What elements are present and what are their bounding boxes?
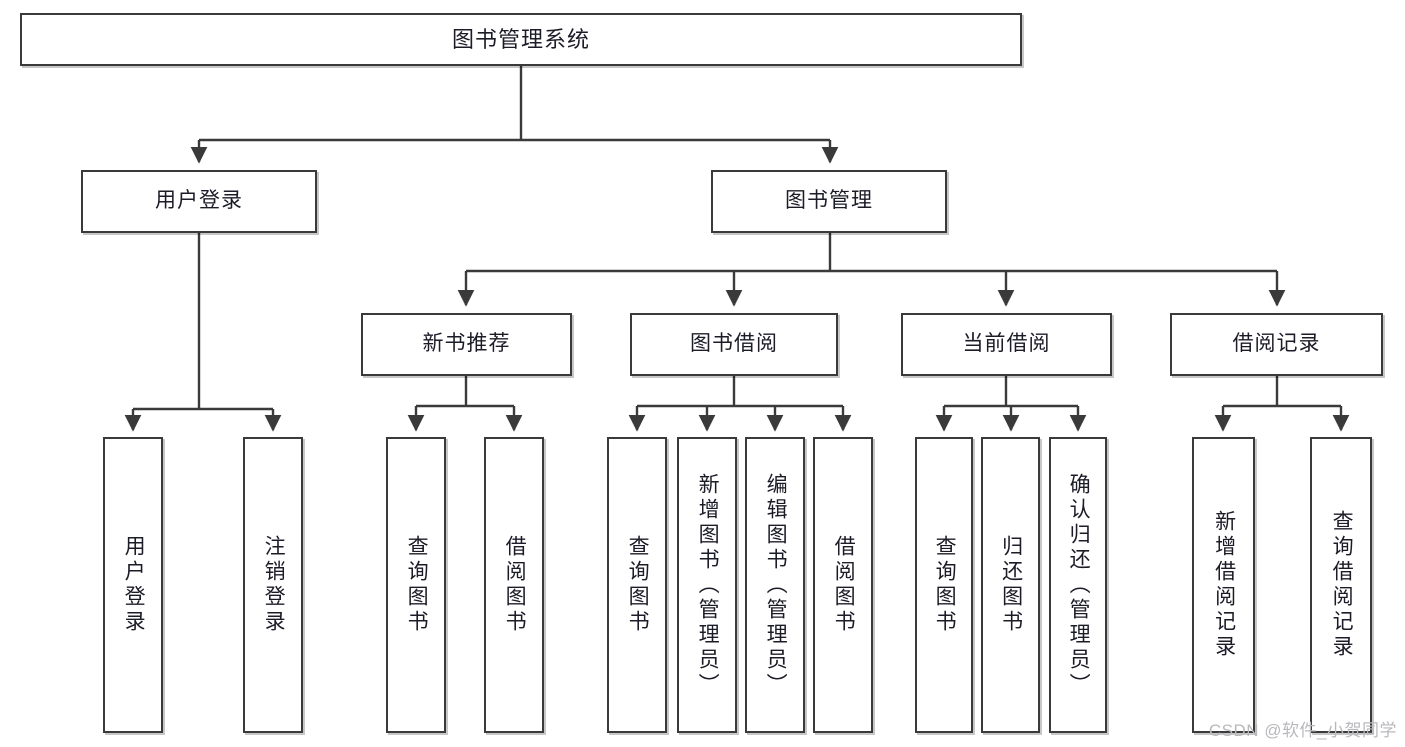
node-borrow-record-label: 借阅记录 <box>1232 332 1321 356</box>
node-leaf-query-book-cur[interactable]: 查询图书 <box>915 437 973 733</box>
node-book-borrow-label: 图书借阅 <box>690 332 778 356</box>
node-leaf-logout[interactable]: 注销登录 <box>243 437 303 733</box>
edges-borrow-record-to-leaves <box>1214 376 1350 432</box>
node-borrow-record[interactable]: 借阅记录 <box>1170 313 1383 376</box>
node-leaf-query-record-label: 查询借阅记录 <box>1330 510 1354 660</box>
node-leaf-return-book-label: 归还图书 <box>999 535 1023 635</box>
node-user-login[interactable]: 用户登录 <box>81 170 317 233</box>
node-book-manage[interactable]: 图书管理 <box>711 170 947 233</box>
node-leaf-logout-label: 注销登录 <box>262 535 286 635</box>
node-leaf-query-book-borrow-label: 查询图书 <box>626 535 650 635</box>
node-leaf-borrow-book-rec[interactable]: 借阅图书 <box>484 437 544 733</box>
node-leaf-edit-book-label: 编辑图书（管理员） <box>764 472 788 698</box>
node-current-borrow[interactable]: 当前借阅 <box>901 313 1112 376</box>
node-leaf-add-record[interactable]: 新增借阅记录 <box>1192 437 1255 733</box>
node-leaf-query-book-borrow[interactable]: 查询图书 <box>607 437 667 733</box>
node-new-book-rec-label: 新书推荐 <box>422 332 511 356</box>
edges-current-borrow-to-leaves <box>935 376 1087 432</box>
node-root[interactable]: 图书管理系统 <box>20 13 1022 66</box>
watermark: CSDN @软件_小贺同学 <box>1208 721 1397 740</box>
node-root-label: 图书管理系统 <box>451 26 590 52</box>
node-book-borrow[interactable]: 图书借阅 <box>630 313 838 376</box>
node-leaf-add-book[interactable]: 新增图书（管理员） <box>677 437 737 733</box>
node-leaf-add-book-label: 新增图书（管理员） <box>696 472 720 698</box>
node-leaf-query-book-rec-label: 查询图书 <box>405 535 429 635</box>
node-book-manage-label: 图书管理 <box>785 189 873 213</box>
node-leaf-confirm-return[interactable]: 确认归还（管理员） <box>1049 437 1107 733</box>
node-new-book-rec[interactable]: 新书推荐 <box>361 313 572 376</box>
edges-book-borrow-to-leaves <box>628 376 852 432</box>
edges-user-login-to-leaves <box>124 233 282 432</box>
node-leaf-user-login-label: 用户登录 <box>122 535 146 635</box>
node-leaf-borrow-book-rec-label: 借阅图书 <box>503 535 527 635</box>
node-user-login-label: 用户登录 <box>155 189 243 213</box>
edges-root-to-level2 <box>190 66 839 164</box>
edges-book-manage-to-level3 <box>457 233 1286 307</box>
node-leaf-query-book-rec[interactable]: 查询图书 <box>386 437 446 733</box>
node-leaf-user-login[interactable]: 用户登录 <box>103 437 163 733</box>
node-leaf-return-book[interactable]: 归还图书 <box>981 437 1040 733</box>
node-leaf-borrow-book[interactable]: 借阅图书 <box>813 437 873 733</box>
node-leaf-add-record-label: 新增借阅记录 <box>1212 510 1236 660</box>
node-leaf-confirm-return-label: 确认归还（管理员） <box>1067 472 1091 698</box>
node-leaf-query-book-cur-label: 查询图书 <box>933 535 957 635</box>
node-leaf-query-record[interactable]: 查询借阅记录 <box>1310 437 1372 733</box>
edges-new-book-rec-to-leaves <box>407 376 523 432</box>
node-leaf-edit-book[interactable]: 编辑图书（管理员） <box>745 437 805 733</box>
node-leaf-borrow-book-label: 借阅图书 <box>832 535 856 635</box>
node-current-borrow-label: 当前借阅 <box>962 332 1051 356</box>
